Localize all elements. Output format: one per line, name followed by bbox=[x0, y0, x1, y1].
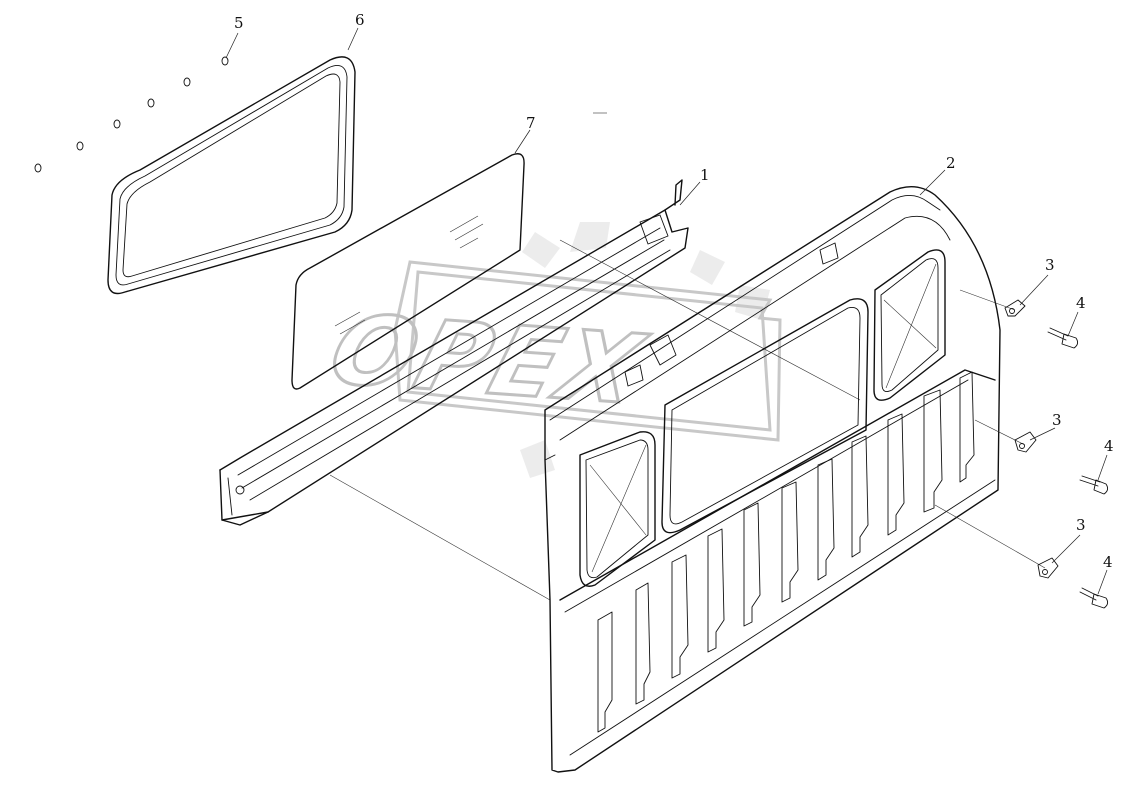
callout-1: 1 bbox=[700, 166, 710, 184]
callout-4-top: 4 bbox=[1076, 294, 1086, 312]
callout-4-middle: 4 bbox=[1104, 437, 1114, 455]
callout-6: 6 bbox=[355, 11, 365, 29]
callout-3-middle: 3 bbox=[1052, 411, 1062, 429]
opex-watermark-logo: OPEX bbox=[317, 222, 782, 478]
part-4-bolts bbox=[1047, 327, 1109, 609]
part-1-cross-rail bbox=[219, 179, 861, 601]
watermark-text: OPEX bbox=[318, 294, 656, 425]
part-3-brackets bbox=[1004, 299, 1059, 579]
part-2-rear-panel bbox=[544, 186, 1046, 773]
callout-2: 2 bbox=[946, 154, 956, 172]
part-5-clips bbox=[34, 56, 229, 173]
callout-labels: 1 2 3 3 3 4 4 4 5 6 7 bbox=[234, 11, 1114, 571]
callout-7: 7 bbox=[526, 114, 536, 132]
callout-3-top: 3 bbox=[1045, 256, 1055, 274]
callout-leaders bbox=[225, 27, 1108, 595]
callout-5: 5 bbox=[234, 14, 244, 32]
callout-4-bottom: 4 bbox=[1103, 553, 1113, 571]
part-6-window-seal bbox=[107, 56, 356, 295]
callout-3-bottom: 3 bbox=[1076, 516, 1086, 534]
part-7-glass-pane bbox=[291, 112, 607, 390]
